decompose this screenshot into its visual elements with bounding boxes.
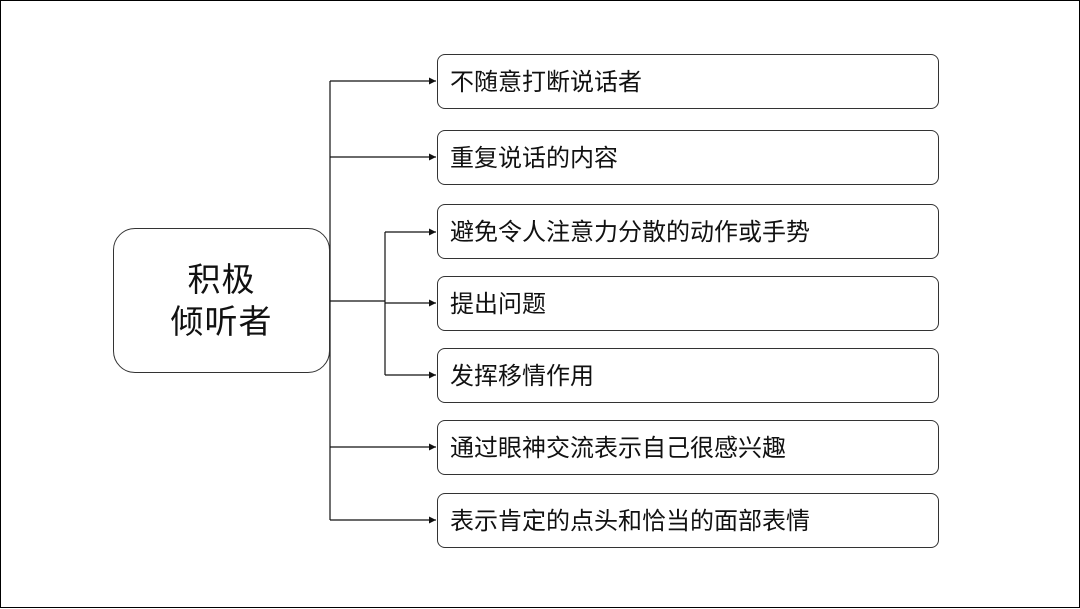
- root-label-line-2: 倾听者: [170, 301, 273, 341]
- branch-node-3: 避免令人注意力分散的动作或手势: [437, 204, 939, 259]
- branch-label-2: 重复说话的内容: [450, 143, 618, 172]
- branch-label-4: 提出问题: [450, 289, 546, 318]
- branch-label-3: 避免令人注意力分散的动作或手势: [450, 217, 810, 246]
- branch-node-5: 发挥移情作用: [437, 348, 939, 403]
- branch-node-2: 重复说话的内容: [437, 130, 939, 185]
- branch-label-5: 发挥移情作用: [450, 361, 594, 390]
- branch-label-1: 不随意打断说话者: [450, 67, 642, 96]
- branch-node-1: 不随意打断说话者: [437, 54, 939, 109]
- branch-label-7: 表示肯定的点头和恰当的面部表情: [450, 506, 810, 535]
- root-label-line-1: 积极: [187, 259, 256, 299]
- branch-label-6: 通过眼神交流表示自己很感兴趣: [450, 433, 786, 462]
- branch-node-6: 通过眼神交流表示自己很感兴趣: [437, 420, 939, 475]
- root-node: 积极 倾听者: [113, 228, 330, 373]
- branch-node-7: 表示肯定的点头和恰当的面部表情: [437, 493, 939, 548]
- branch-node-4: 提出问题: [437, 276, 939, 331]
